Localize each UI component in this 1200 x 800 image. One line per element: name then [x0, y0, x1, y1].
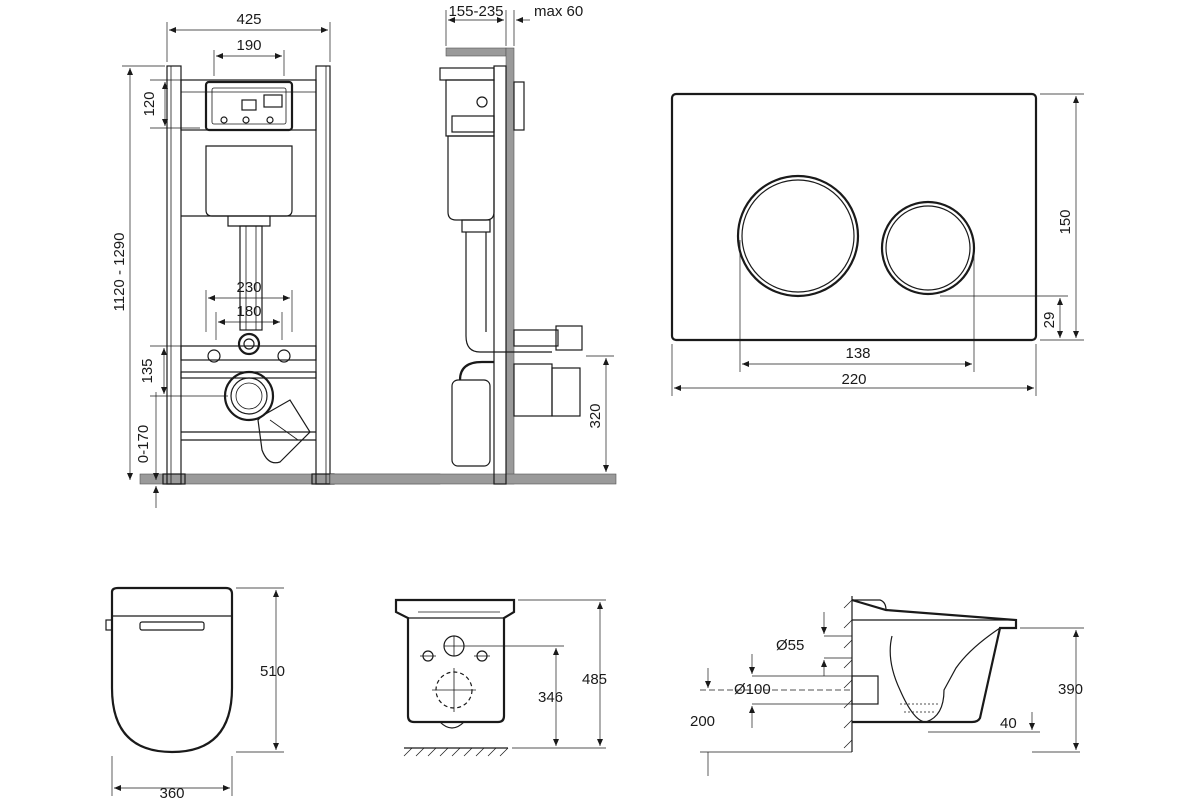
frame-side-view: 155-235 max 60 320	[329, 3, 617, 485]
dim-bowl-bolt-height: 346	[538, 689, 563, 706]
dim-button-span: 138	[845, 345, 870, 362]
cistern-side	[447, 135, 495, 221]
dim-outlet-low: 40	[1000, 715, 1017, 732]
dim-bolt-inner: 180	[236, 303, 261, 320]
dim-tank-width: 190	[236, 37, 261, 54]
bolt-right	[277, 349, 291, 363]
dim-tank-top: 120	[141, 91, 158, 116]
dim-inlet-diameter: Ø55	[776, 637, 804, 654]
frame-front-view: 425 190 120 1120 - 1290 230 180 135 0-17…	[111, 11, 441, 508]
dim-bolt-outer: 230	[236, 279, 261, 296]
waste-outlet	[223, 370, 275, 422]
flush-mechanism	[204, 80, 294, 132]
dim-outlet-diameter: Ø100	[734, 681, 771, 698]
flush-plate	[670, 92, 1038, 342]
flush-inlet	[237, 332, 261, 356]
wall-section	[505, 47, 515, 485]
flush-button-large	[736, 174, 860, 298]
dim-wall-max: max 60	[534, 3, 583, 20]
dim-bolt-height: 135	[139, 358, 156, 383]
bowl-side-view: Ø55 Ø100 200 390 40	[690, 596, 1084, 776]
dim-plate-width: 220	[841, 371, 866, 388]
dim-frame-height: 1120 - 1290	[111, 233, 128, 312]
dim-leg-adjust: 0-170	[135, 425, 152, 463]
dim-bowl-total-height: 485	[582, 671, 607, 688]
bowl-side-outline	[851, 598, 1018, 724]
frame-post-side	[493, 65, 507, 485]
dim-frame-depth: 155-235	[448, 3, 503, 20]
dim-button-height: 29	[1041, 312, 1058, 329]
flush-pipe	[239, 225, 263, 331]
dim-bowl-side-height: 390	[1058, 681, 1083, 698]
dim-bowl-width: 360	[159, 785, 184, 800]
dim-frame-width: 425	[236, 11, 261, 28]
cistern	[205, 145, 293, 217]
dim-outlet-height: 200	[690, 713, 715, 730]
dim-outlet-height: 320	[587, 403, 604, 428]
dim-bowl-length: 510	[260, 663, 285, 680]
flush-plate-view: 150 29 138 220	[670, 92, 1084, 396]
frame-post-left	[166, 65, 182, 485]
bowl-back-view: 485 346	[394, 598, 607, 757]
bowl-top-view: 510 360	[105, 586, 285, 800]
bolt-left	[207, 349, 221, 363]
bowl-back-outline	[394, 598, 516, 724]
waste-elbow	[451, 379, 491, 467]
dim-plate-height: 150	[1057, 209, 1074, 234]
bowl-top-outline	[110, 586, 234, 754]
flush-button-small	[880, 200, 976, 296]
frame-post-right	[315, 65, 331, 485]
